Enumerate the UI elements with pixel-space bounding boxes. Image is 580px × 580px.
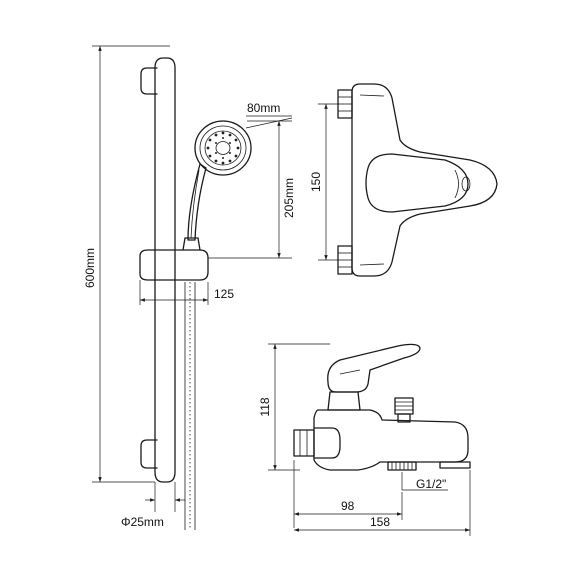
dim-handset-height: 205mm (208, 120, 296, 259)
handset-handle (187, 163, 207, 241)
upper-connector (337, 89, 353, 119)
shower-hose (184, 282, 196, 530)
dim-outlet-thread: G1/2" (401, 472, 448, 491)
mixer-top-view (337, 83, 498, 277)
lower-connector (337, 245, 353, 275)
hose-outlet (387, 461, 417, 471)
dim-label-98: 98 (341, 499, 355, 513)
diverter-knob (394, 397, 414, 423)
dim-label-g12: G1/2" (416, 477, 446, 491)
dim-mixer-length: 158 (294, 470, 471, 536)
dim-label-150: 150 (309, 172, 323, 192)
dim-label-205mm: 205mm (282, 178, 296, 218)
lever-handle-top (365, 153, 469, 213)
shower-rail-assembly (139, 57, 252, 530)
mixer-body-front (313, 409, 469, 471)
mixer-front-view (293, 343, 471, 471)
dim-bar-height: 600mm (83, 45, 170, 483)
dim-label-600mm: 600mm (83, 248, 97, 288)
dim-label-80mm: 80mm (247, 101, 280, 115)
dim-bar-diameter: Φ25mm (121, 482, 185, 529)
dim-label-158: 158 (370, 515, 390, 529)
slide-bar (154, 57, 176, 483)
lever-handle-front (327, 343, 421, 393)
top-wall-bracket (140, 67, 158, 95)
dim-label-bar-diameter: Φ25mm (121, 515, 164, 529)
dim-mixer-height: 118 (258, 343, 330, 471)
slider-holder (139, 237, 209, 281)
dim-handset-diameter: 80mm (245, 101, 293, 129)
bottom-wall-bracket (140, 439, 158, 469)
dim-label-125: 125 (214, 287, 234, 301)
dim-holder-offset: 125 (139, 280, 234, 305)
dim-spout-offset: 98 (293, 460, 403, 528)
dim-label-118: 118 (258, 397, 272, 416)
cartridge-neck (327, 391, 361, 411)
mixer-body-top (351, 83, 498, 277)
wall-connector-front (293, 427, 341, 459)
dim-mixer-centres: 150 (309, 103, 338, 261)
handset-head (194, 120, 252, 176)
spray-nozzles (206, 131, 240, 165)
